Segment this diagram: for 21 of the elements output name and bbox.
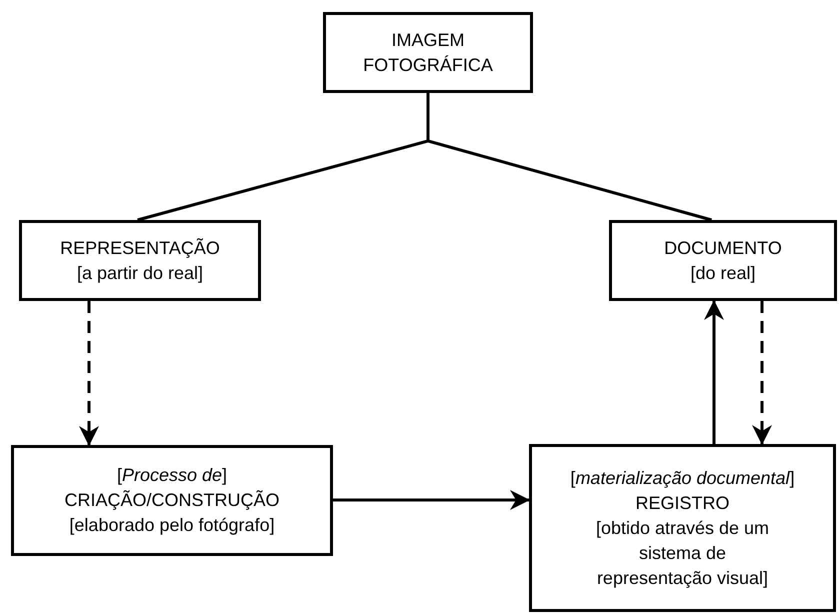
box-text: [obtido através de um sistema de representação visual] <box>594 516 770 590</box>
box-heading: [Processo de] <box>116 464 228 487</box>
concept-box <box>11 445 333 556</box>
box-text: [a partir do real] <box>76 262 204 285</box>
arrow <box>704 300 724 444</box>
box-heading: [materialização documental] <box>570 466 795 490</box>
concept-box <box>609 220 837 301</box>
connector-line <box>426 93 712 222</box>
box-heading: DOCUMENTO <box>664 236 782 260</box>
box-text: [elaborado pelo fotógrafo] <box>69 514 275 537</box>
arrow <box>79 301 99 446</box>
concept-box <box>323 12 533 93</box>
box-text: [do real] <box>690 262 756 285</box>
box-text: REGISTRO <box>635 492 730 514</box>
arrow <box>333 490 530 510</box>
box-heading: REPRESENTAÇÃO <box>60 236 220 260</box>
box-text: CRIAÇÃO/CONSTRUÇÃO <box>64 489 280 512</box>
concept-box <box>19 220 261 301</box>
arrow <box>752 301 772 445</box>
box-heading: IMAGEM FOTOGRÁFICA <box>362 28 494 76</box>
concept-box <box>529 444 836 612</box>
